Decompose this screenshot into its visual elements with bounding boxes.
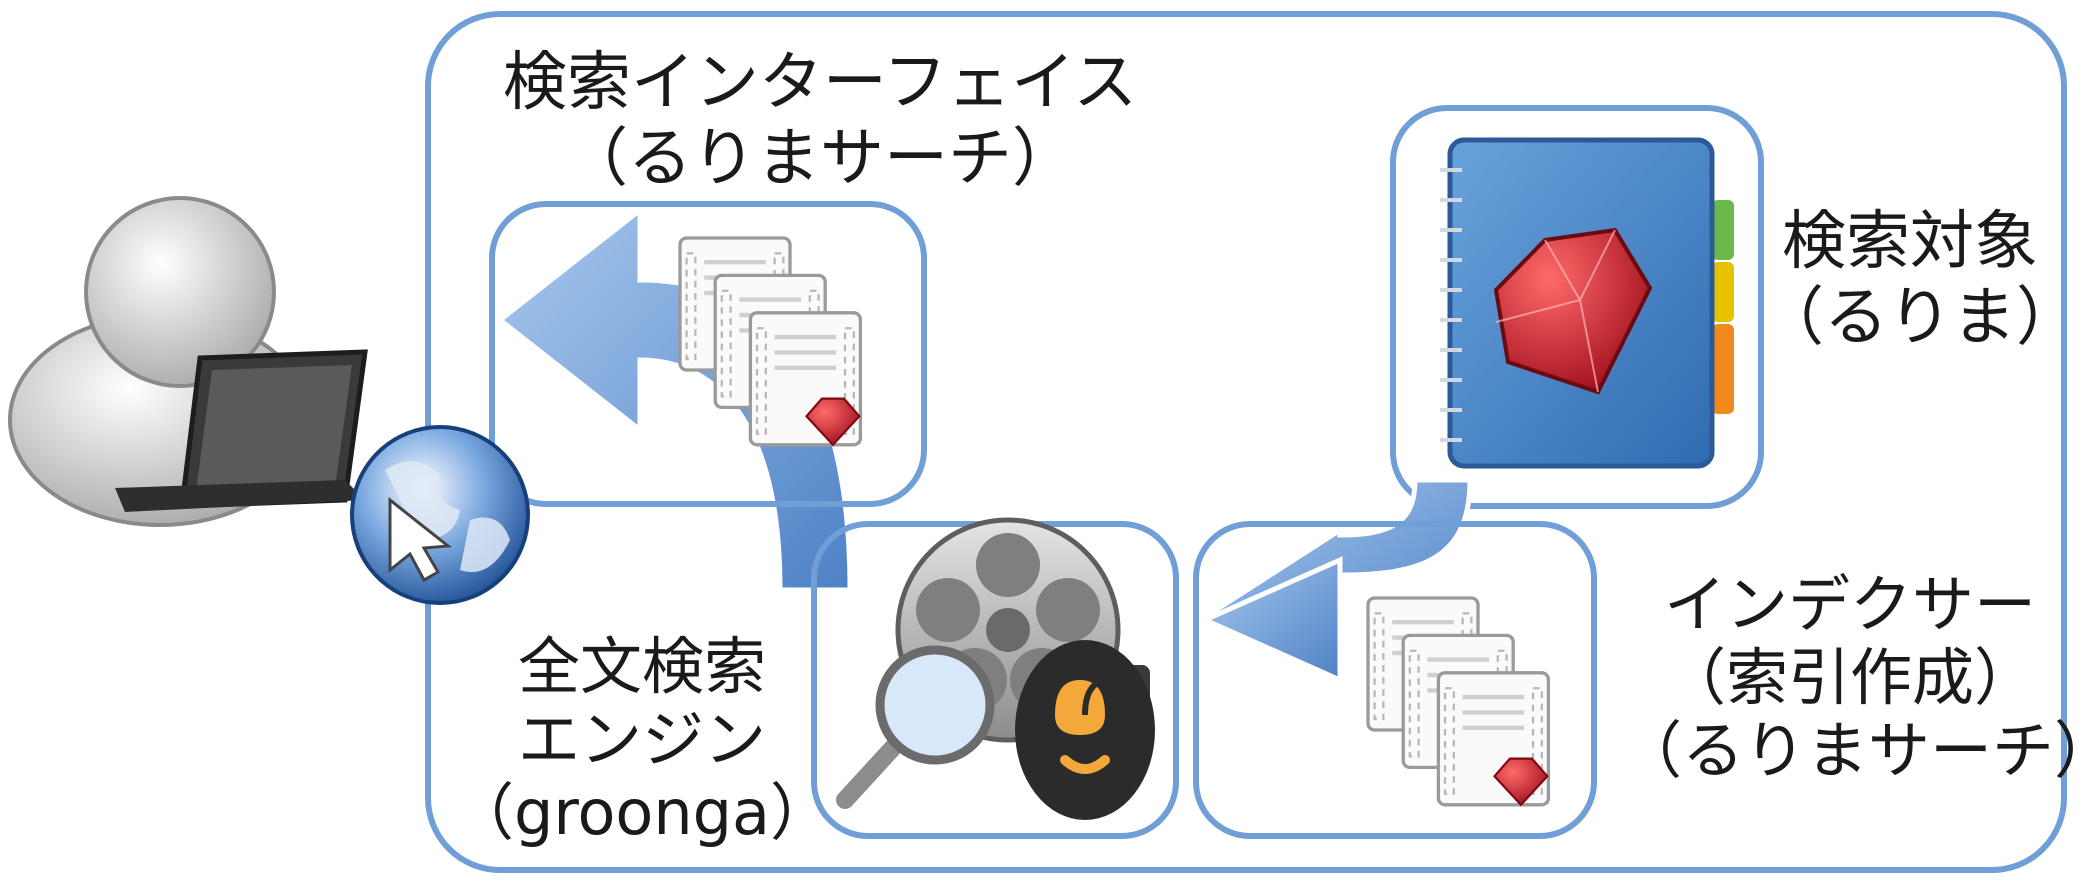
indexer-role: （索引作成） [1663,641,2036,715]
search-interface-subtitle: （るりまサーチ） [564,121,1076,196]
fulltext-engine-title-2: エンジン [517,703,766,777]
globe-cursor-icon [350,425,530,605]
fulltext-engine-label: 全文検索 エンジン （groonga） [452,630,832,849]
search-target-title: 検索対象 [1782,205,2038,279]
indexer-product: （るりまサーチ） [1620,714,2078,788]
search-target-box [1390,105,1764,509]
fulltext-engine-title: 全文検索 [517,630,766,703]
ruby-book-icon [1440,137,1734,469]
search-interface-box [489,201,927,507]
search-target-label: 検索対象 （るりま） [1760,205,2078,356]
indexer-box [1193,521,1597,839]
document-stack-icon [1368,598,1548,805]
search-interface-title: 検索インターフェイス [502,46,1138,120]
indexer-label: インデクサー （索引作成） （るりまサーチ） [1620,568,2078,787]
user-with-laptop-icon [8,196,368,527]
indexer-title: インデクサー [1663,568,2036,641]
groonga-logo-icon [1015,640,1155,820]
search-target-subtitle: （るりま） [1760,280,2078,355]
document-stack-icon [680,238,860,445]
search-interface-label: 検索インターフェイス （るりまサーチ） [500,46,1140,197]
fulltext-engine-product: （groonga） [452,776,832,850]
